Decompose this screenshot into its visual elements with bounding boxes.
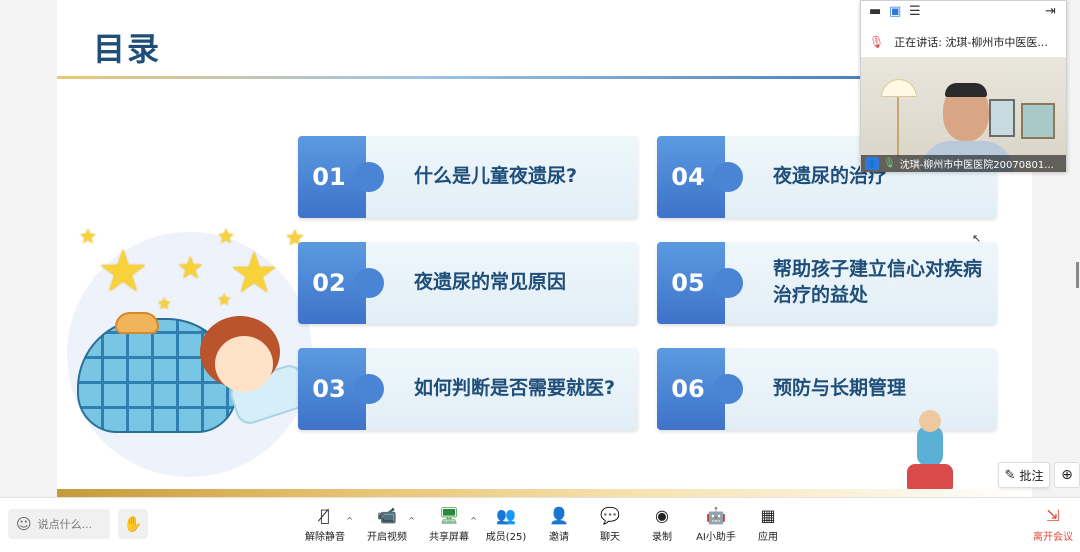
- collapse-icon[interactable]: ⇥: [1045, 4, 1056, 19]
- menu-number: 03: [298, 348, 366, 430]
- slide-bottom-band: [57, 489, 1032, 497]
- pen-icon: ✎: [1004, 467, 1016, 483]
- girl-face-graphic: [215, 336, 273, 392]
- speaker-hair-graphic: [945, 83, 987, 97]
- menu-label: 什么是儿童夜遗尿?: [414, 165, 578, 188]
- tool-label: 成员(25): [485, 532, 527, 543]
- share-screen-icon: 🖥: [438, 506, 460, 525]
- exit-icon: ⇲: [1046, 506, 1060, 525]
- chevron-up-icon[interactable]: ^: [470, 516, 477, 525]
- menu-item-02: 02 夜遗尿的常见原因: [298, 242, 638, 324]
- star-icon: ★: [217, 290, 232, 309]
- leave-label: 离开会议: [1033, 532, 1073, 543]
- annotate-label: 批注: [1019, 468, 1044, 483]
- cat-graphic: [115, 312, 159, 334]
- members-icon: 👥: [496, 506, 516, 525]
- menu-number: 01: [298, 136, 366, 218]
- speaking-indicator: 🎙 正在讲话: 沈琪-柳州市中医医...: [861, 29, 1066, 55]
- minimize-icon[interactable]: ▬: [869, 4, 882, 19]
- tool-label: 录制: [652, 532, 672, 543]
- star-icon: ★: [79, 224, 97, 248]
- star-icon: ★: [157, 294, 172, 313]
- menu-item-03: 03 如何判断是否需要就医?: [298, 348, 638, 430]
- record-icon: ◉: [655, 506, 669, 525]
- zoom-in-icon: ⊕: [1061, 467, 1073, 483]
- speaker-name-bar: 👤 🎙 沈琪-柳州市中医医院20070801...: [861, 155, 1066, 172]
- menu-label: 如何判断是否需要就医?: [414, 377, 616, 400]
- mouse-cursor-icon: ↖: [972, 232, 982, 245]
- side-handle[interactable]: [1076, 262, 1079, 288]
- layout-icon[interactable]: ▣: [889, 4, 902, 19]
- wall-frame-graphic: [1021, 103, 1055, 139]
- unmute-button[interactable]: 🎙̸ 解除静音 ^: [295, 506, 355, 546]
- menu-label: 夜遗尿的治疗: [773, 165, 888, 188]
- leave-meeting-button[interactable]: ⇲ 离开会议: [1028, 506, 1078, 546]
- hand-icon: ✋: [123, 515, 143, 533]
- tool-label: 开启视频: [367, 532, 407, 543]
- chat-input[interactable]: ☺ 说点什么...: [8, 509, 110, 539]
- apps-button[interactable]: ▦ 应用: [738, 506, 798, 546]
- ai-assistant-icon: 🤖: [706, 506, 726, 525]
- apps-icon: ▦: [760, 506, 776, 525]
- tool-label: 邀请: [549, 532, 569, 543]
- tool-label: AI小助手: [696, 532, 736, 543]
- lamp-graphic: [881, 79, 917, 97]
- star-icon: ★: [217, 224, 235, 248]
- puzzle-knob: [354, 162, 384, 192]
- menu-label: 帮助孩子建立信心对疾病治疗的益处: [773, 258, 983, 306]
- list-icon[interactable]: ☰: [909, 4, 921, 19]
- menu-label: 夜遗尿的常见原因: [414, 271, 567, 294]
- record-button[interactable]: ◉ 录制: [632, 506, 692, 546]
- meeting-toolbar: ☺ 说点什么... ✋ 🎙̸ 解除静音 ^ 📹 开启视频 ^ 🖥 共享屏幕 ^ …: [0, 497, 1080, 552]
- menu-item-05: 05 帮助孩子建立信心对疾病治疗的益处: [657, 242, 997, 324]
- chat-icon: 💬: [600, 506, 620, 525]
- speaker-video-panel[interactable]: ▬ ▣ ☰ ⇥ 🎙 正在讲话: 沈琪-柳州市中医医... 👤 🎙 沈琪-柳州市中…: [860, 0, 1067, 172]
- speaker-video[interactable]: [861, 57, 1066, 172]
- mic-active-icon: 🎙: [883, 158, 896, 169]
- zoom-in-button[interactable]: ⊕: [1054, 462, 1080, 488]
- emoji-icon[interactable]: ☺: [16, 515, 32, 533]
- speaking-text: 正在讲话: 沈琪-柳州市中医医...: [894, 36, 1048, 49]
- chevron-up-icon[interactable]: ^: [346, 516, 353, 525]
- panel-toolbar: ▬ ▣ ☰ ⇥: [861, 1, 1066, 23]
- user-icon: 👤: [865, 157, 879, 170]
- jumping-child-graphic: [887, 410, 977, 497]
- puzzle-knob: [354, 374, 384, 404]
- puzzle-knob: [713, 268, 743, 298]
- mic-icon: 🎙: [869, 35, 885, 49]
- title-divider: [57, 76, 867, 79]
- star-icon: ★: [229, 241, 280, 306]
- start-video-button[interactable]: 📹 开启视频 ^: [357, 506, 417, 546]
- puzzle-knob: [713, 374, 743, 404]
- puzzle-knob: [354, 268, 384, 298]
- lamp-pole-graphic: [897, 97, 899, 157]
- share-screen-button[interactable]: 🖥 共享屏幕 ^: [419, 506, 479, 546]
- members-button[interactable]: 👥 成员(25): [476, 506, 536, 546]
- star-icon: ★: [177, 251, 204, 286]
- menu-label: 预防与长期管理: [773, 377, 907, 400]
- menu-number: 04: [657, 136, 725, 218]
- tool-label: 解除静音: [305, 532, 345, 543]
- tool-label: 共享屏幕: [429, 532, 469, 543]
- speaker-name: 沈琪-柳州市中医医院20070801...: [899, 160, 1054, 171]
- raise-hand-button[interactable]: ✋: [118, 509, 148, 539]
- camera-off-icon: 📹: [377, 506, 397, 525]
- tool-label: 聊天: [600, 532, 620, 543]
- tool-label: 应用: [758, 532, 778, 543]
- chevron-up-icon[interactable]: ^: [408, 516, 415, 525]
- invite-icon: 👤: [549, 506, 569, 525]
- menu-item-01: 01 什么是儿童夜遗尿?: [298, 136, 638, 218]
- invite-button[interactable]: 👤 邀请: [529, 506, 589, 546]
- puzzle-knob: [713, 162, 743, 192]
- mic-muted-icon: 🎙̸: [320, 506, 330, 525]
- slide-title: 目录: [93, 30, 162, 68]
- chat-button[interactable]: 💬 聊天: [580, 506, 640, 546]
- menu-number: 02: [298, 242, 366, 324]
- annotate-button[interactable]: ✎ 批注: [998, 462, 1050, 488]
- wall-frame-graphic: [989, 99, 1015, 137]
- star-icon: ★: [97, 237, 149, 305]
- chat-placeholder: 说点什么...: [37, 518, 93, 531]
- ai-assistant-button[interactable]: 🤖 AI小助手: [686, 506, 746, 546]
